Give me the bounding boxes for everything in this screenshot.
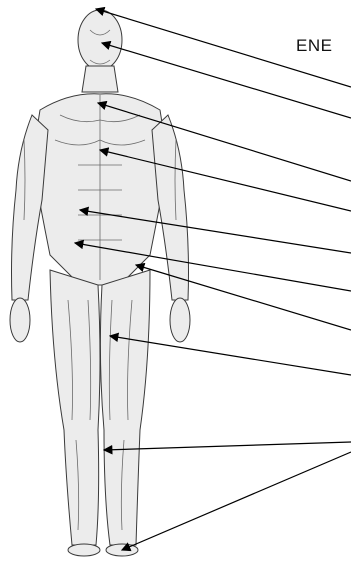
arrow-shin [104,442,351,450]
arrow-hip [136,265,351,330]
human-body [10,10,190,556]
arrow-foot [122,452,351,550]
code-text: ENE [296,36,332,56]
muscle-detail [24,30,176,530]
